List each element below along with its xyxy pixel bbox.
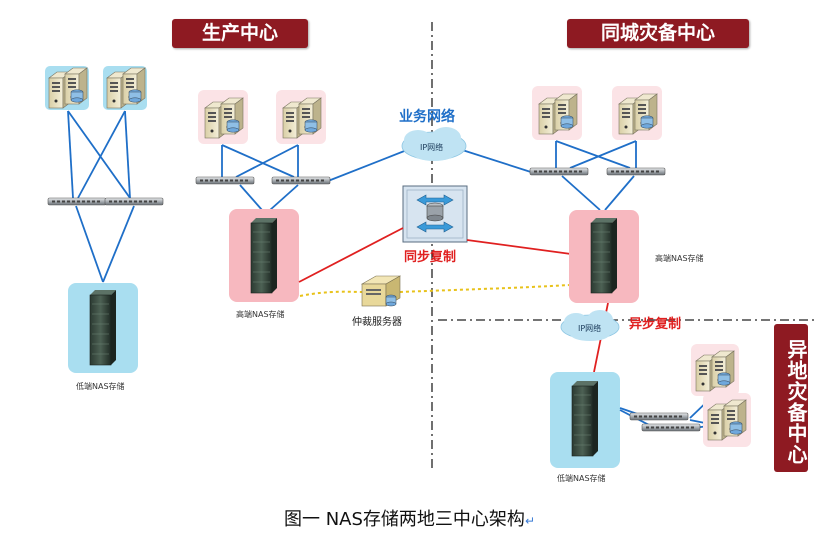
arbiter-server-icon (360, 275, 402, 307)
storage-rack-icon (571, 380, 599, 457)
server-icon (619, 94, 657, 134)
ip-cloud-top (401, 127, 467, 161)
label-business-network: 业务网络 (399, 109, 455, 125)
appliance-disk-icon (426, 202, 444, 222)
label-sync-copy: 同步复制 (404, 250, 457, 265)
storage-rack-icon (250, 217, 278, 294)
label-high-end-nas-left: 高端NAS存储 (236, 310, 285, 319)
storage-rack-icon (590, 217, 618, 294)
server-icon (205, 98, 243, 138)
switch-icon (529, 167, 589, 176)
storage-rack-icon (89, 289, 117, 366)
ip-cloud-bottom (560, 310, 620, 341)
switch-icon (195, 176, 255, 185)
label-async-copy: 异步复制 (629, 317, 682, 332)
label-ip-network-bottom: IP网络 (578, 324, 602, 333)
label-high-end-nas-right: 高端NAS存储 (655, 254, 704, 263)
server-icon (107, 68, 145, 108)
server-icon (49, 68, 87, 108)
switch-icon (641, 423, 701, 432)
label-low-end-nas-left: 低端NAS存储 (76, 382, 125, 391)
server-icon (283, 98, 321, 138)
server-icon (708, 400, 746, 440)
banner-production-center: 生产中心 (172, 19, 308, 48)
label-arbiter-server: 仲裁服务器 (352, 317, 402, 328)
switch-icon (47, 197, 107, 206)
switch-icon (629, 412, 689, 421)
caption-text: 图一 NAS存储两地三中心架构 (284, 509, 525, 530)
banner-same-city-dr-center: 同城灾备中心 (567, 19, 749, 48)
server-icon (539, 94, 577, 134)
label-low-end-nas-bottom: 低端NAS存储 (557, 474, 606, 483)
return-mark-icon: ↵ (524, 514, 535, 528)
figure-caption: 图一 NAS存储两地三中心架构↵ (0, 505, 819, 531)
server-icon (696, 351, 734, 391)
switch-icon (606, 167, 666, 176)
switch-icon (104, 197, 164, 206)
label-ip-network-top: IP网络 (420, 143, 444, 152)
switch-icon (271, 176, 331, 185)
banner-remote-dr-center: 异地灾备中心 (774, 324, 808, 472)
